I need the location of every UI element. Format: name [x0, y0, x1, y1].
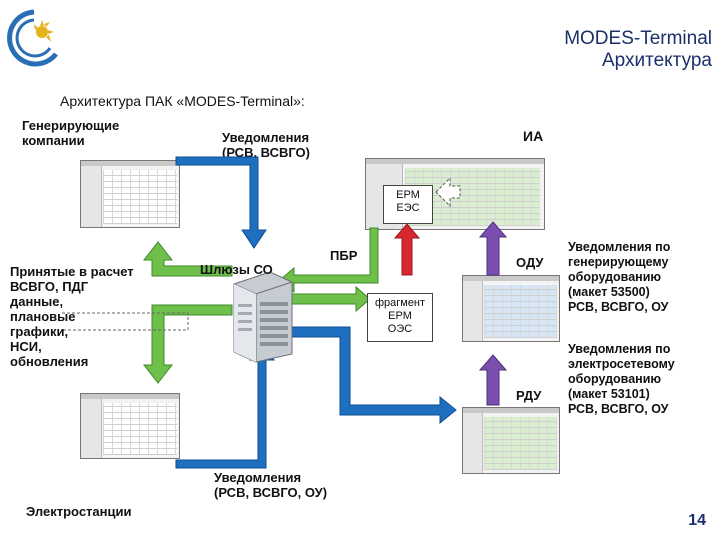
company-logo [7, 9, 58, 67]
notify-bottom-label: Уведомления(РСВ, ВСВГО, ОУ) [214, 470, 328, 500]
notify-top-label: Уведомления(РСВ, ВСВГО) [222, 130, 310, 160]
arrow-server-to-rdu [291, 326, 457, 425]
arrow-odu-up [478, 221, 508, 276]
terminal-screenshot-rdu [462, 407, 560, 474]
arrow-notify-top-to-server [175, 156, 267, 249]
dashed-link-line [62, 312, 189, 331]
slide-subtitle: Архитектура ПАК «MODES-Terminal»: [60, 93, 305, 109]
arrow-server-to-fragment [291, 285, 371, 313]
arrow-erm-ia-dashed [435, 176, 461, 208]
arrow-rdu-up [478, 354, 508, 406]
server-icon [233, 271, 293, 363]
page-number: 14 [688, 512, 706, 529]
rdu-label: РДУ [516, 388, 542, 403]
arrow-server-to-gen [142, 241, 233, 277]
arrow-server-to-plant [142, 304, 233, 384]
gateways-label: Шлюзы СО [200, 262, 273, 277]
terminal-screenshot-odu [462, 275, 560, 342]
odu-label: ОДУ [516, 255, 544, 270]
terminal-screenshot-plant [80, 393, 180, 459]
pbr-label: ПБР [330, 248, 358, 263]
ia-label: ИА [523, 128, 544, 144]
power-plants-label: Электростанции [26, 504, 132, 519]
arrow-red-up [393, 223, 421, 276]
slide-title-line2: Архитектура [601, 50, 712, 71]
slide-title-line1: MODES-Terminal [564, 28, 712, 49]
terminal-screenshot-gen [80, 160, 180, 228]
